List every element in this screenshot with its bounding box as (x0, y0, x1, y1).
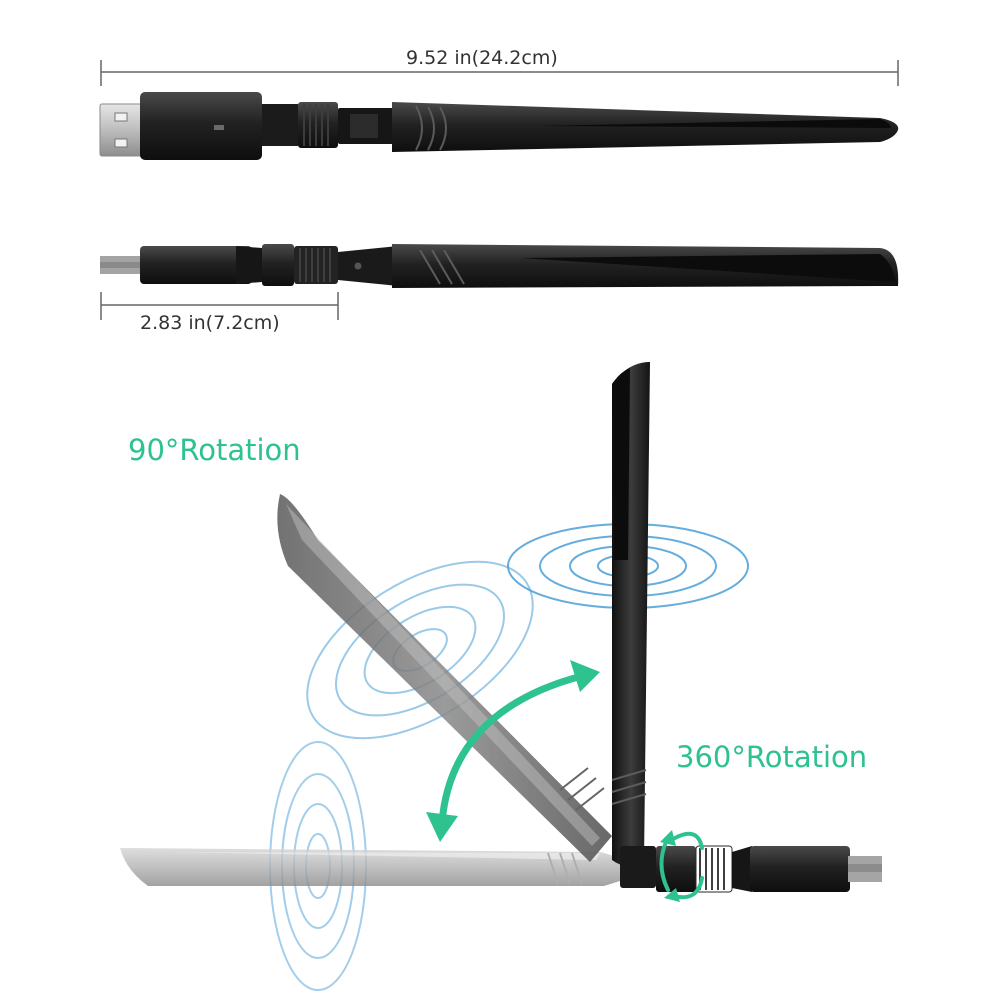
tilt-rotation-label: 90°Rotation (128, 433, 301, 467)
base-length-label: 2.83 in(7.2cm) (140, 312, 280, 334)
antenna-side-view (100, 244, 899, 288)
antenna-diagonal-ghost (277, 494, 612, 862)
total-length-label: 9.52 in(24.2cm) (406, 47, 558, 69)
swivel-arrow-icon (659, 830, 704, 902)
antenna-vertical (611, 362, 882, 893)
base-length-dimension (100, 292, 339, 320)
antenna-horizontal-ghost (120, 848, 636, 886)
swivel-rotation-label: 360°Rotation (676, 740, 868, 774)
antenna-top-view (99, 92, 899, 160)
total-length-dimension (100, 60, 899, 86)
tilt-arrow-icon (426, 660, 600, 842)
